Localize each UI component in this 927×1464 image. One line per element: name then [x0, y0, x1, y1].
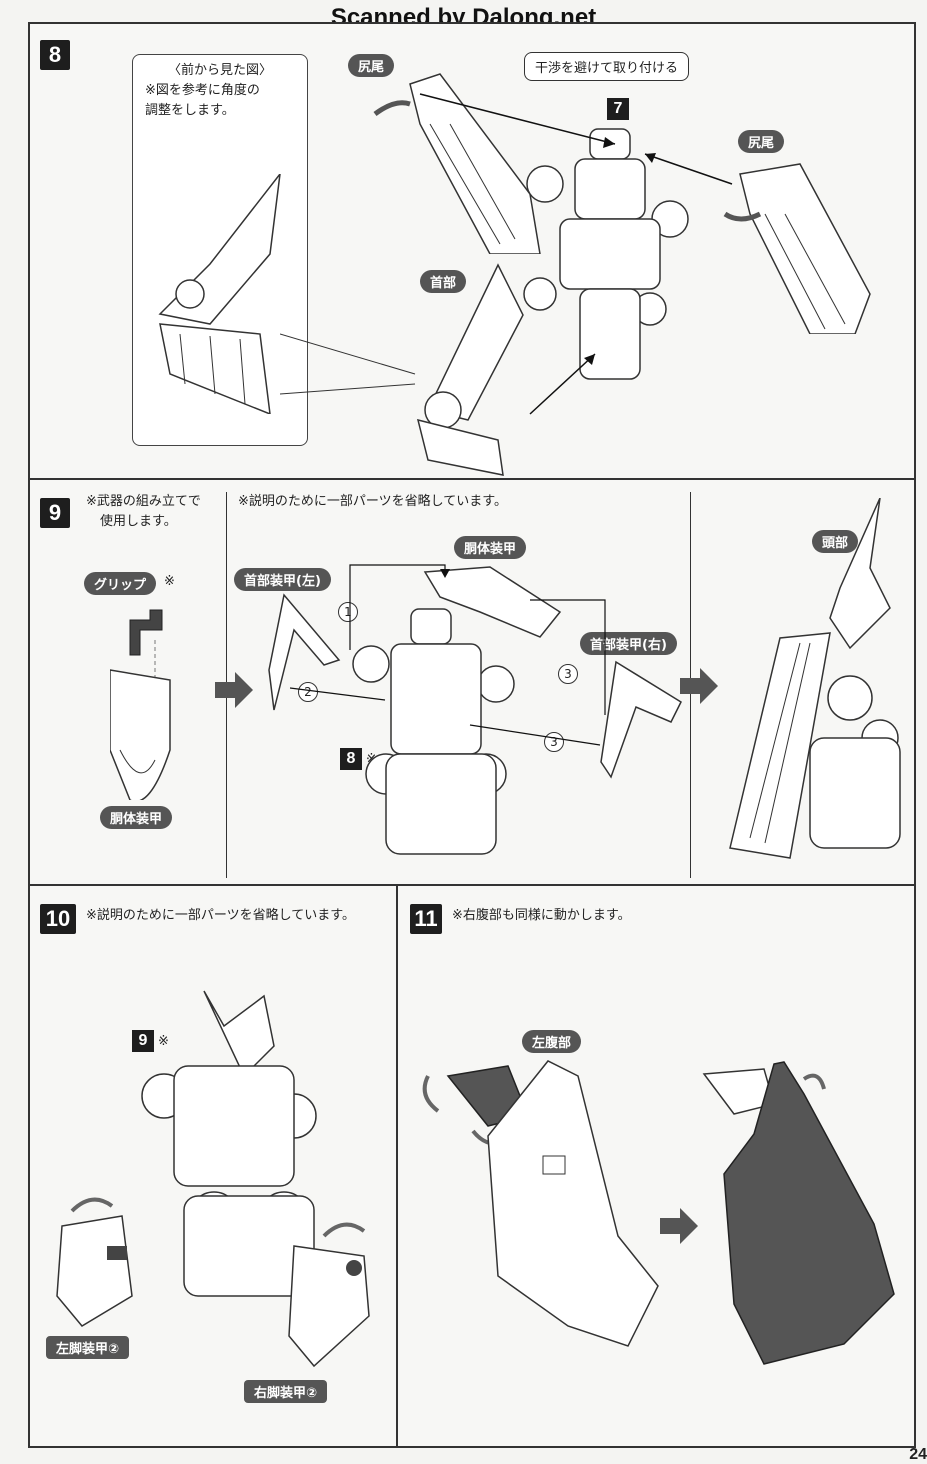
step-8-panel: 8 〈前から見た図〉 ※図を参考に角度の 調整をします。 尻尾 干渉を避けて取り…: [28, 22, 916, 480]
step-9-panel: 9 ※武器の組み立てで 使用します。 ※説明のために一部パーツを省略しています。…: [28, 478, 916, 886]
right-leg-armor-label: 右脚装甲②: [244, 1380, 328, 1403]
step-8-reference: 8: [340, 748, 362, 770]
step-8-number: 8: [40, 40, 70, 70]
left-abdomen-before: [422, 1060, 659, 1347]
step-9-connection-lines: [290, 564, 606, 746]
front-view-illustration: [158, 174, 281, 414]
step-circle-1: 1: [338, 602, 358, 622]
step-11-note: ※右腹部も同様に動かします。: [452, 908, 631, 923]
torso-armor-left-label: 胴体装甲: [100, 806, 173, 829]
step-9-left-note-2: 使用します。: [100, 514, 177, 529]
front-view-text-2: 調整をします。: [145, 103, 235, 118]
tail-right-label: 尻尾: [738, 130, 785, 153]
neck-armor-right-label: 首部装甲(右): [580, 632, 677, 655]
neck-armor-left-label: 首部装甲(左): [234, 568, 331, 591]
step-circle-3a: 3: [558, 664, 578, 684]
torso-armor-top-part: [423, 566, 562, 638]
step-9-reference: 9: [132, 1030, 154, 1052]
step-9-number: 9: [40, 498, 70, 528]
left-leg-armor-part: [56, 1197, 133, 1327]
neck-armor-right-part: [600, 660, 682, 779]
step-9-arrow-2: [680, 668, 718, 704]
body-frame-part: [523, 128, 689, 380]
step-10-panel: 10 ※説明のために一部パーツを省略しています。 9 ※ 左脚装甲② 右脚装甲②: [28, 884, 398, 1448]
step-9-arrow-1: [215, 672, 253, 708]
step-8-arrows: [419, 93, 733, 415]
left-abdomen-after: [702, 1061, 895, 1365]
page-number: 24: [909, 1446, 927, 1463]
tail-left-label: 尻尾: [348, 54, 395, 77]
step-11-number: 11: [410, 904, 442, 934]
torso-armor-top-label: 胴体装甲: [454, 536, 527, 559]
step-11-panel: 11 ※右腹部も同様に動かします。 左腹部: [396, 884, 916, 1448]
step-10-note: ※説明のために一部パーツを省略しています。: [86, 908, 355, 923]
avoid-interference-callout: 干渉を避けて取り付ける: [524, 52, 690, 81]
neck-armor-left-part: [268, 593, 341, 711]
grip-label: グリップ: [84, 572, 157, 595]
right-leg-armor-part: [288, 1222, 370, 1368]
left-leg-armor-label: 左脚装甲②: [46, 1336, 130, 1359]
step-9-result-figure: [729, 498, 901, 859]
grip-part: [110, 609, 171, 800]
step-10-number: 10: [40, 904, 76, 934]
head-label: 頭部: [812, 530, 859, 553]
neck-label: 首部: [420, 270, 467, 293]
step-9-body-part: [352, 608, 515, 855]
front-view-text-1: ※図を参考に角度の: [145, 83, 260, 98]
left-abdomen-label: 左腹部: [522, 1030, 582, 1053]
step-11-arrow: [660, 1208, 698, 1244]
front-view-title: 〈前から見た図〉: [167, 63, 272, 78]
front-view-leader: [280, 333, 416, 395]
tail-left-part: [373, 73, 541, 254]
grip-mark: ※: [164, 574, 175, 589]
step-9-left-note-1: ※武器の組み立てで: [86, 494, 201, 509]
step-9-reference-mark: ※: [158, 1034, 169, 1049]
step-10-body-figure: [141, 990, 317, 1297]
tail-right-part: [723, 163, 871, 334]
neck-part: [416, 263, 524, 476]
step-9-main-note: ※説明のために一部パーツを省略しています。: [238, 494, 507, 509]
step-7-reference: 7: [607, 98, 629, 120]
